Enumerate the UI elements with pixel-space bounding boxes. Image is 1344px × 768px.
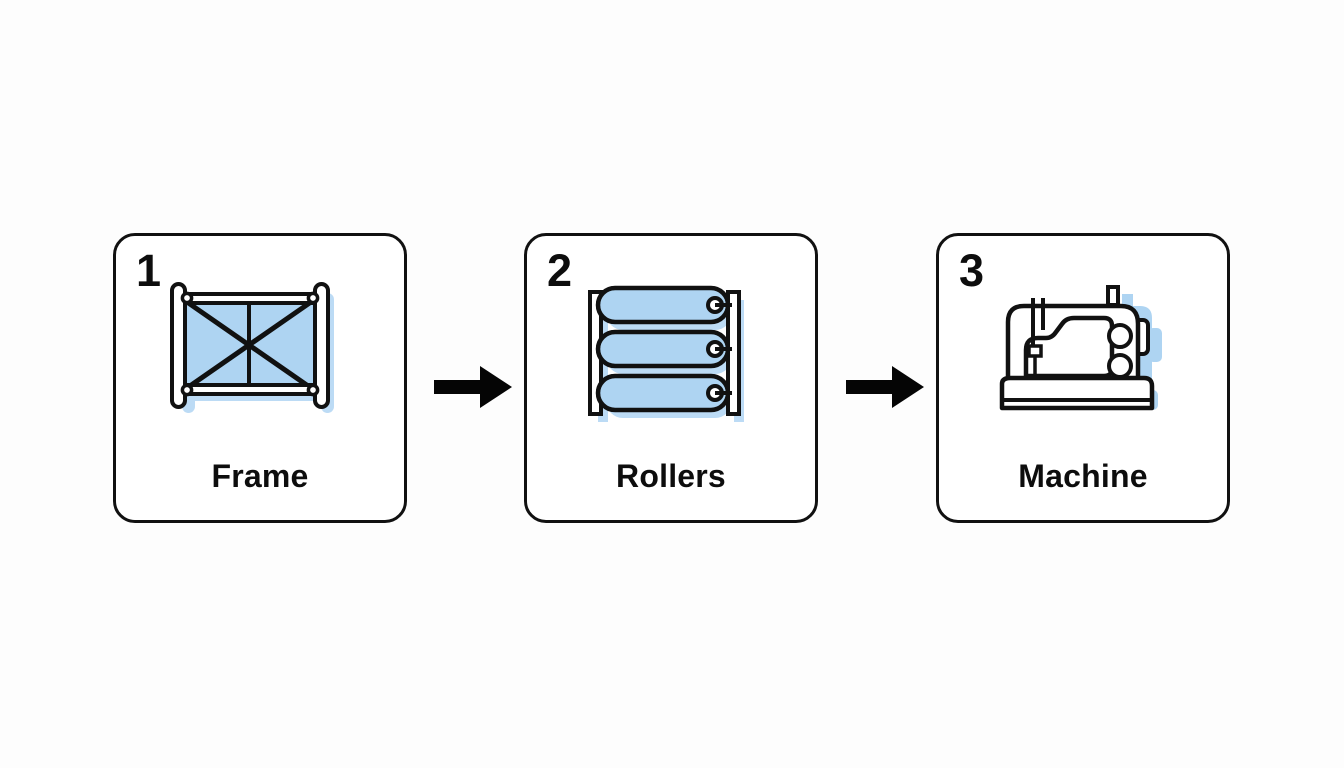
step-number: 2	[547, 245, 572, 296]
step-number: 1	[136, 245, 161, 296]
step-card-rollers[interactable]: 2	[524, 233, 818, 523]
quilting-frame-icon	[165, 282, 355, 434]
fabric-rollers-icon	[576, 284, 766, 434]
arrow-right-icon	[434, 364, 512, 410]
step-card-machine[interactable]: 3	[936, 233, 1230, 523]
step-number: 3	[959, 245, 984, 296]
step-label: Machine	[1018, 458, 1148, 494]
sewing-machine-icon	[988, 284, 1178, 434]
step-label: Rollers	[616, 458, 726, 494]
step-card-frame[interactable]: 1	[113, 233, 407, 523]
arrow-right-icon	[846, 364, 924, 410]
step-label: Frame	[211, 458, 309, 494]
